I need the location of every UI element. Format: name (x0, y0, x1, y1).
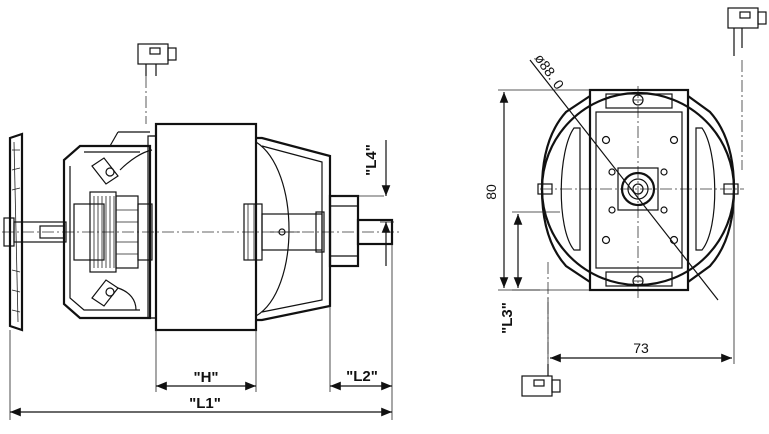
l3-dimension: "L3" (499, 211, 560, 334)
stator-core (147, 122, 258, 332)
front-hub (617, 167, 659, 211)
height-80-label: 80 (483, 184, 499, 200)
width-73-dimension: 73 (547, 189, 735, 364)
l2-label: "L2" (346, 368, 378, 385)
mounting-plate (588, 88, 690, 292)
front-shaft (328, 194, 394, 268)
height-80-dimension: 80 (483, 89, 590, 291)
fan-blade (3, 132, 24, 332)
l4-label: "L4" (363, 144, 380, 176)
diameter-label: ø88. 0 (532, 51, 568, 93)
h-dimension: "H" (155, 330, 257, 392)
front-view: ø88. 0 80 " (483, 7, 767, 397)
diameter-dimension: ø88. 0 (529, 51, 719, 301)
terminal-connector-top-right (727, 7, 767, 170)
rear-shaft (13, 221, 67, 243)
terminal-connector-bottom-left (521, 262, 561, 397)
l3-label: "L3" (499, 302, 516, 334)
l1-label: "L1" (189, 395, 221, 412)
h-label: "H" (193, 369, 218, 386)
l4-dimension: "L4" (336, 140, 394, 266)
side-view: "L4" "H" "L2" "L1" (2, 43, 400, 420)
l1-dimension: "L1" (9, 330, 392, 420)
width-73-label: 73 (633, 340, 649, 356)
left-lobe (537, 95, 591, 283)
l2-dimension: "L2" (329, 244, 393, 420)
commutator (73, 149, 153, 311)
bolt-holes (601, 135, 679, 245)
terminal-connector-top (137, 43, 177, 124)
